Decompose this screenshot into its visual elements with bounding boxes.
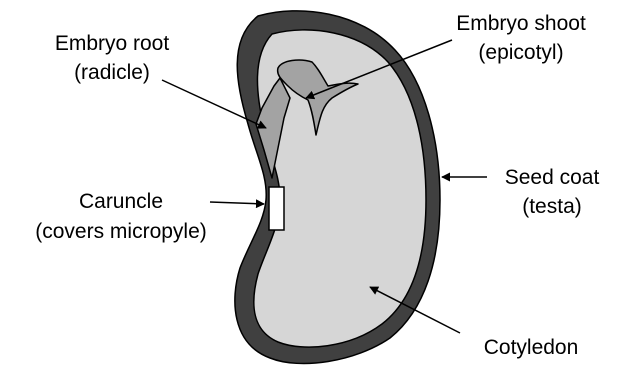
caruncle-shape [269, 187, 284, 230]
caruncle-label-line1: Caruncle [79, 190, 163, 213]
embryo-shoot-label-line2: (epicotyl) [478, 41, 563, 64]
embryo-root-label-line2: (radicle) [74, 61, 150, 84]
cotyledon-label: Cotyledon [484, 336, 579, 359]
seed-coat-label-line2: (testa) [522, 195, 582, 218]
embryo-root-label-line1: Embryo root [55, 32, 170, 55]
embryo-shoot-label-line1: Embryo shoot [456, 12, 586, 35]
caruncle-label-line2: (covers micropyle) [35, 220, 207, 243]
seed-coat-label-line1: Seed coat [505, 166, 600, 189]
caruncle-pointer [210, 202, 264, 204]
